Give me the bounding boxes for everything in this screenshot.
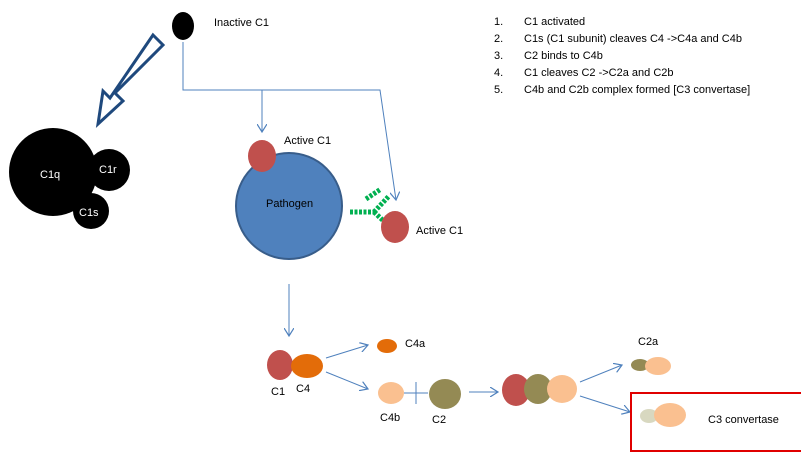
step-item: 2.C1s (C1 subunit) cleaves C4 ->C4a and … [494,33,742,45]
active-c1-right [381,211,409,243]
c2-node [429,379,461,409]
antibody-icon [350,186,391,228]
c4b-arrow [325,371,368,389]
c4b-node [378,382,404,404]
hollow-arrow [95,32,166,128]
c2-label: C2 [432,414,446,426]
active-c1-right-label: Active C1 [416,225,463,237]
c3-convertase-highlight-box [630,392,801,452]
c4b-label: C4b [380,412,400,424]
c1-label: C1 [271,386,285,398]
activation-line-right [262,89,396,200]
step-item: 1.C1 activated [494,16,586,28]
complex-c1 [502,374,530,406]
complex-c4b [547,375,577,403]
c2b-node [640,409,658,423]
c2a-label: C2a [638,336,659,348]
c4a-node [377,339,397,353]
step-item: 5.C4b and C2b complex formed [C3 convert… [494,84,751,96]
step-item: 4.C1 cleaves C2 ->C2a and C2b [494,67,674,79]
c2a-peach [645,357,671,375]
c4a-arrow [325,345,368,359]
c1r-subunit [88,149,130,191]
convertase-arrow [579,395,630,412]
c1s-subunit [73,193,109,229]
c1q-label: C1q [40,169,60,181]
c2a-olive [631,359,649,371]
c1r-label: C1r [99,164,117,176]
pathogen [235,152,343,260]
c2a-arrow [579,365,622,383]
inactive-c1-node [172,12,194,40]
c4a-label: C4a [405,338,426,350]
c1-node [267,350,293,380]
c1s-label: C1s [79,207,99,219]
active-c1-top [248,140,276,172]
step-item: 3.C2 binds to C4b [494,50,603,62]
activation-line-left [182,42,262,132]
c1q-subunit [9,128,97,216]
pathogen-label: Pathogen [266,198,313,210]
c4-node [291,354,323,378]
convertase-c4b [654,403,686,427]
c4-label: C4 [296,383,310,395]
active-c1-top-label: Active C1 [284,135,331,147]
c3-convertase-label: C3 convertase [708,414,779,426]
complex-c2 [524,374,552,404]
inactive-c1-label: Inactive C1 [214,17,269,29]
steps-list: 1.C1 activated 2.C1s (C1 subunit) cleave… [494,14,750,99]
